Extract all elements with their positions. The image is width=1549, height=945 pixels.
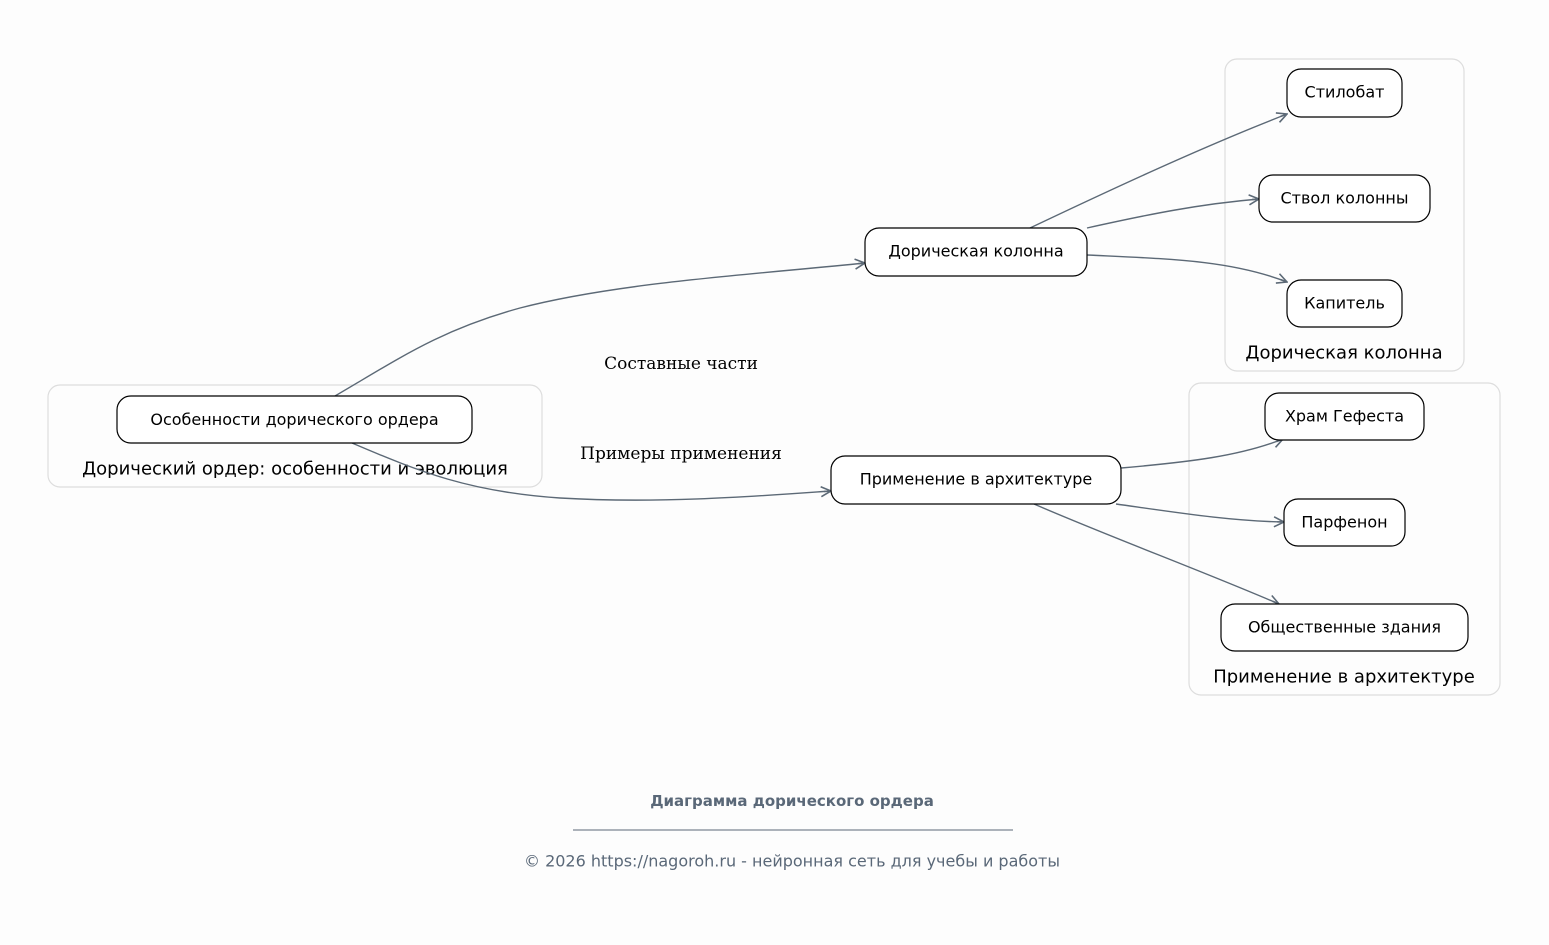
node-usage-label: Применение в архитектуре — [860, 470, 1093, 489]
node-stylobate-label: Стилобат — [1305, 83, 1385, 102]
edge-features-column — [334, 263, 865, 397]
cluster-usage-label: Применение в архитектуре — [1213, 667, 1475, 688]
node-capital[interactable]: Капитель — [1286, 279, 1403, 328]
node-column-label: Дорическая колонна — [888, 242, 1063, 261]
node-shaft[interactable]: Ствол колонны — [1258, 174, 1431, 223]
cluster-column: Дорическая колонна — [1224, 58, 1465, 372]
edge-column-stylobate — [1029, 114, 1287, 229]
node-hephaestus-label: Храм Гефеста — [1285, 407, 1404, 426]
cluster-column-label: Дорическая колонна — [1245, 343, 1442, 364]
edge-usage-public — [1033, 503, 1279, 604]
cluster-usage: Применение в архитектуре — [1188, 382, 1501, 696]
node-usage[interactable]: Применение в архитектуре — [830, 455, 1122, 505]
footer-title: Диаграмма дорического ордера — [650, 792, 934, 810]
node-public-label: Общественные здания — [1248, 618, 1441, 637]
node-hephaestus[interactable]: Храм Гефеста — [1264, 392, 1425, 441]
footer-copyright: © 2026 https://nagoroh.ru - нейронная се… — [524, 852, 1060, 871]
node-stylobate[interactable]: Стилобат — [1286, 68, 1403, 118]
edge-column-capital — [1086, 254, 1287, 282]
edge-usage-hephaestus — [1120, 439, 1283, 469]
node-parthenon-label: Парфенон — [1301, 513, 1387, 532]
node-features[interactable]: Особенности дорического ордера — [116, 395, 473, 444]
node-parthenon[interactable]: Парфенон — [1283, 498, 1406, 547]
node-features-label: Особенности дорического ордера — [150, 410, 438, 429]
cluster-main-label: Дорический ордер: особенности и эволюция — [82, 459, 508, 480]
node-column[interactable]: Дорическая колонна — [864, 227, 1088, 277]
edge-usage-parthenon — [1115, 503, 1284, 522]
node-capital-label: Капитель — [1304, 294, 1385, 313]
edge-features-usage — [351, 442, 831, 501]
node-public[interactable]: Общественные здания — [1220, 603, 1469, 652]
edge-label-examples: Примеры применения — [580, 444, 782, 464]
edge-column-shaft — [1086, 199, 1259, 229]
edge-label-parts: Составные части — [604, 354, 758, 374]
node-shaft-label: Ствол колонны — [1280, 189, 1408, 208]
